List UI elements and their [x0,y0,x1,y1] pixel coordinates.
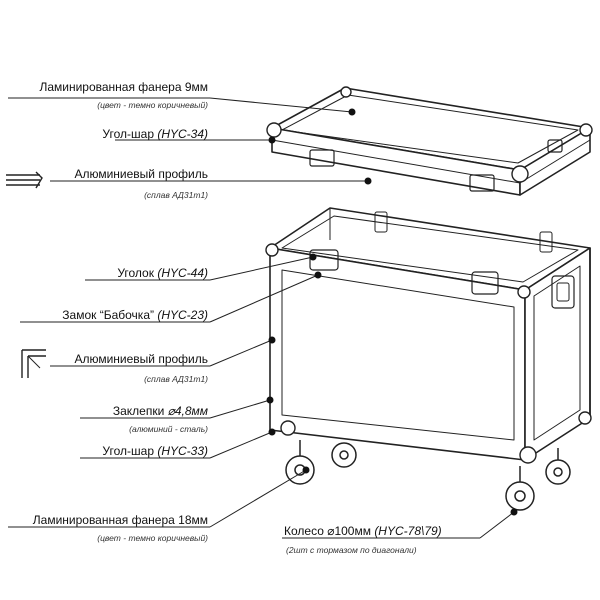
butterfly-lock-code: (HYC-23) [157,308,208,322]
note-plywood-18mm: (цвет - темно коричневый) [97,533,208,543]
alu-profile-top-icon [6,171,43,189]
rivets-text: Заклепки [112,404,168,418]
case-wheels [285,440,571,511]
label-corner-44: Уголок (HYC-44) [117,266,208,280]
body-corner-balls [265,243,592,464]
label-corner-ball-33: Угол-шар (HYC-33) [102,444,208,458]
note-alu-profile-corner: (сплав АД31т1) [144,374,208,384]
leader-dots [266,108,518,516]
label-alu-profile-top: Алюминиевый профиль [74,167,208,181]
label-plywood-18mm: Ламинированная фанера 18мм [32,513,208,527]
rivets-code: ⌀4,8мм [167,404,208,418]
alu-profile-corner-icon [21,349,46,378]
case-lid [271,87,591,196]
corner-ball-34-code: (HYC-34) [157,127,208,141]
corner-ball-34-text: Угол-шар [102,127,158,141]
note-plywood-9mm: (цвет - темно коричневый) [97,100,208,110]
label-plywood-9mm: Ламинированная фанера 9мм [39,80,208,94]
wheel-text: Колесо ⌀100мм [284,524,375,538]
label-butterfly-lock: Замок “Бабочка” (HYC-23) [62,308,208,322]
corner-44-text: Уголок [117,266,158,280]
note-alu-profile-top: (сплав АД31т1) [144,190,208,200]
wheel-code: (HYC-78\79) [374,524,442,538]
corner-ball-33-text: Угол-шар [102,444,158,458]
label-alu-profile-corner: Алюминиевый профиль [74,352,208,366]
butterfly-lock-text: Замок “Бабочка” [62,308,158,322]
corner-ball-33-code: (HYC-33) [157,444,208,458]
lid-corner-balls [266,86,593,183]
case-body [269,207,591,461]
label-rivets: Заклепки ⌀4,8мм [113,404,208,418]
label-corner-ball-34: Угол-шар (HYC-34) [102,127,208,141]
plywood-9-text: Ламинированная фанера 9мм [39,80,208,94]
label-wheel: Колесо ⌀100мм (HYC-78\79) [284,524,442,538]
corner-44-code: (HYC-44) [157,266,208,280]
leader-lines [8,97,515,539]
note-wheel: (2шт с тормазом по диагонали) [286,545,417,555]
note-rivets: (алюминий - сталь) [129,424,208,434]
